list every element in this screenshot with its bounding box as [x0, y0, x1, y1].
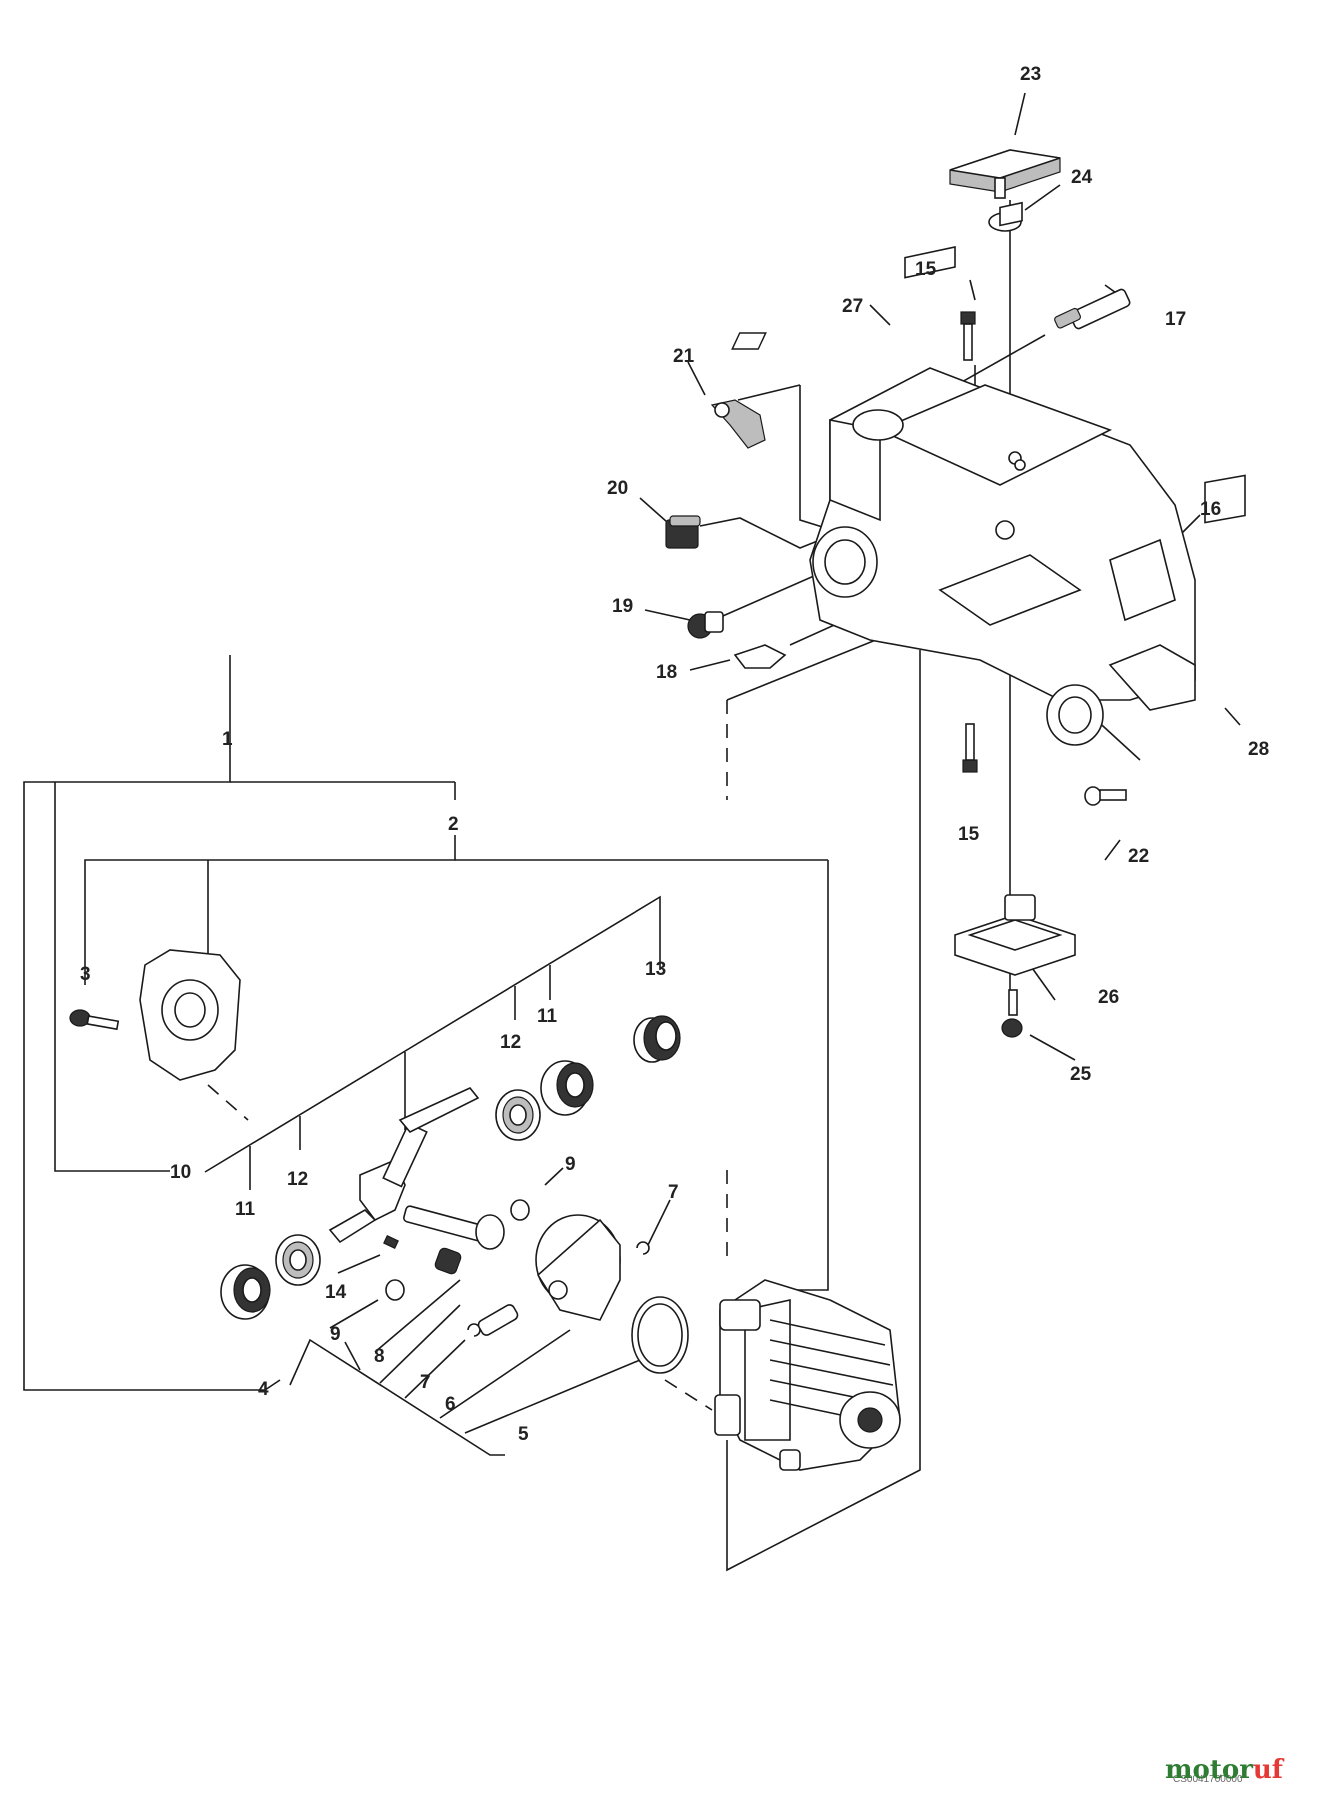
- part-17-fitting: [1054, 288, 1131, 330]
- callout-27: 27: [842, 296, 863, 317]
- part-12-bearing-left: [275, 1234, 321, 1286]
- callout-18: 18: [656, 662, 677, 683]
- part-12-bearing-right: [495, 1089, 541, 1141]
- callout-14: 14: [325, 1282, 347, 1303]
- callout-15a: 15: [915, 259, 937, 280]
- callout-13: 13: [645, 959, 666, 980]
- callout-24: 24: [1071, 167, 1093, 188]
- callout-20: 20: [607, 478, 628, 499]
- callout-10: 10: [170, 1162, 191, 1183]
- callout-25: 25: [1070, 1064, 1092, 1085]
- leader-lines: [23, 92, 1241, 1572]
- callout-11b: 11: [537, 1006, 558, 1027]
- part-15-bolt-upper: [960, 311, 976, 361]
- part-cylinder: [714, 1279, 901, 1471]
- part-14-key: [383, 1235, 399, 1249]
- part-25-screw: [1001, 989, 1023, 1038]
- part-23-oil-cap: [949, 149, 1061, 199]
- callout-5: 5: [518, 1424, 529, 1445]
- callout-4: 4: [258, 1379, 269, 1400]
- part-13-seal: [633, 1015, 681, 1063]
- callout-9b: 9: [330, 1324, 341, 1345]
- part-5-piston: [535, 1214, 621, 1321]
- part-9-washer-upper: [510, 1199, 530, 1221]
- part-27-label: [731, 332, 767, 350]
- callout-3: 3: [80, 964, 91, 985]
- watermark-logo: motoruf: [1165, 1755, 1285, 1785]
- part-crankshaft: [328, 1087, 505, 1250]
- part-19-plug: [687, 611, 724, 639]
- part-9-washer-lower: [385, 1279, 405, 1301]
- part-18-bracket: [733, 644, 787, 669]
- callout-19: 19: [612, 596, 633, 617]
- part-22-screw: [1084, 786, 1127, 806]
- part-6-piston-pin: [477, 1304, 519, 1336]
- part-gasket-ring: [631, 1296, 689, 1374]
- part-26-plate: [954, 894, 1076, 976]
- drawing-code: CS0041700000: [1173, 1774, 1243, 1785]
- callout-9a: 9: [565, 1154, 576, 1175]
- callout-23: 23: [1020, 64, 1041, 85]
- callout-15b: 15: [958, 824, 980, 845]
- callout-11a: 11: [235, 1199, 256, 1220]
- part-left-crankcase: [139, 949, 241, 1081]
- part-28-gasket: [1204, 474, 1246, 524]
- callout-16: 16: [1200, 499, 1221, 520]
- callout-26: 26: [1098, 987, 1119, 1008]
- part-8-needle-bearing: [434, 1247, 462, 1275]
- callout-labels: 1 2 3 4 5 6 7 7 8 9 9 10 11 11 12 12 13 …: [80, 64, 1269, 1445]
- callout-1: 1: [222, 729, 233, 750]
- callout-22: 22: [1128, 846, 1149, 867]
- part-11-bearing-left: [220, 1264, 271, 1320]
- callout-17: 17: [1165, 309, 1186, 330]
- part-15-bolt-lower: [962, 723, 978, 773]
- callout-12b: 12: [500, 1032, 521, 1053]
- part-7-circlip-upper: [636, 1241, 650, 1255]
- part-3-screw: [69, 1009, 120, 1031]
- callout-12a: 12: [287, 1169, 308, 1190]
- callout-8: 8: [374, 1346, 385, 1367]
- part-16-crankcase-housing: [809, 201, 1196, 746]
- part-11-bearing-right: [540, 1060, 594, 1116]
- callout-2: 2: [448, 814, 459, 835]
- callout-21: 21: [673, 346, 695, 367]
- callout-7a: 7: [668, 1182, 679, 1203]
- part-20-cap: [665, 515, 701, 549]
- callout-28: 28: [1248, 739, 1269, 760]
- callout-6: 6: [445, 1394, 456, 1415]
- part-21-lever: [710, 399, 766, 449]
- callout-7b: 7: [420, 1372, 431, 1393]
